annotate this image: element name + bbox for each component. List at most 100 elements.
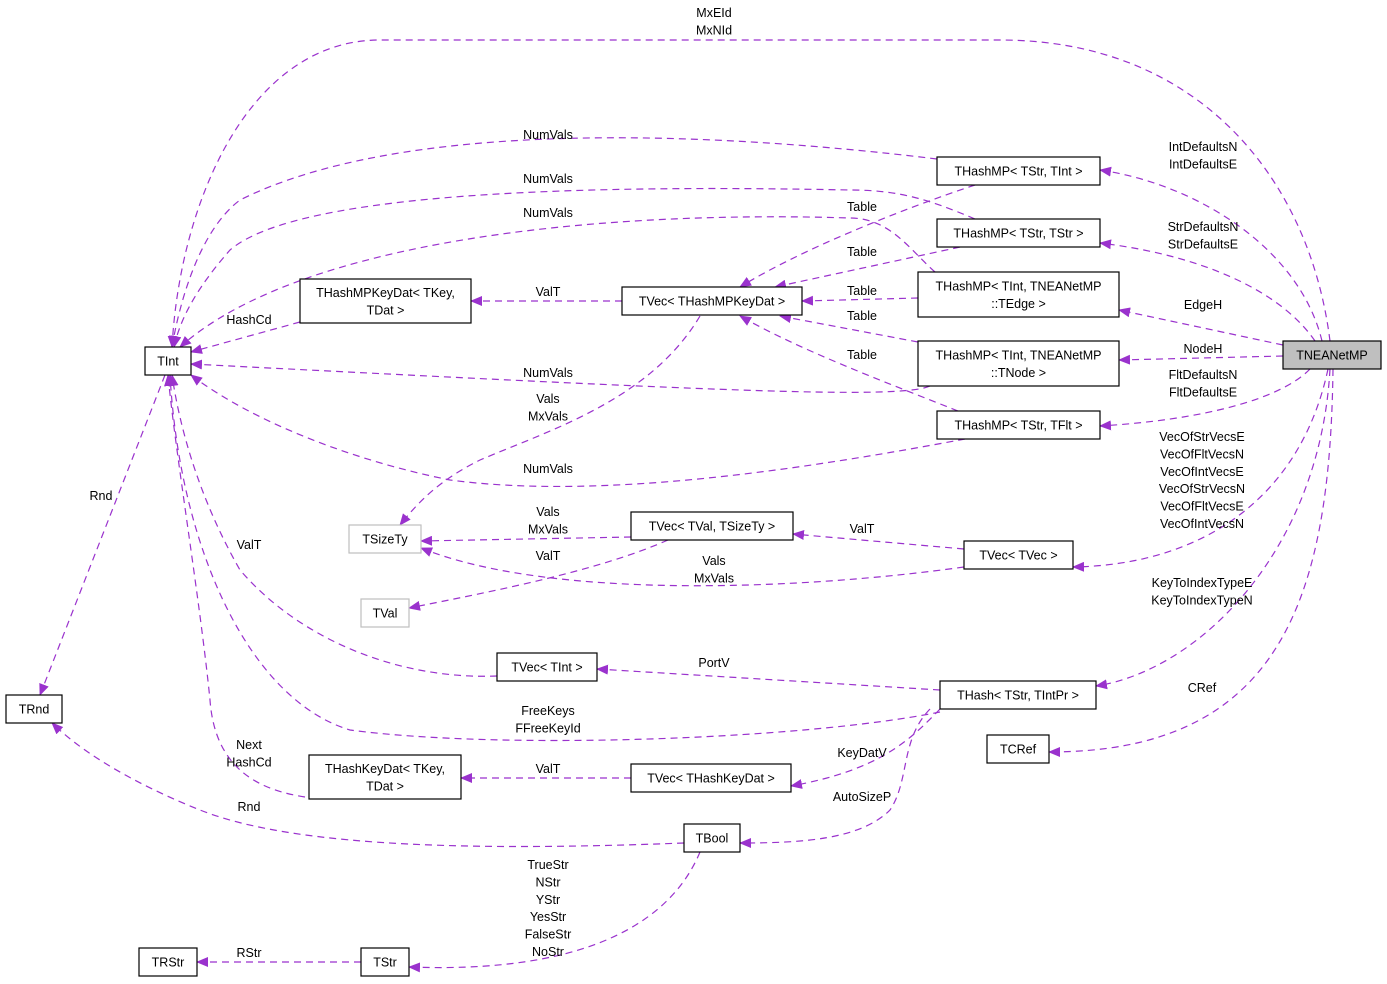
edge-line — [739, 315, 959, 412]
edge-label: ValT — [536, 762, 561, 776]
edge-label: NumVals — [523, 206, 573, 220]
node-box[interactable] — [348, 524, 422, 554]
node-THashMPKeyDat[interactable]: THashMPKeyDat< TKey,TDat > — [299, 278, 472, 324]
node-label: THashMP< TStr, TStr > — [953, 227, 1083, 241]
node-box[interactable] — [917, 340, 1120, 387]
node-box[interactable] — [936, 156, 1101, 186]
edge-label: FFreeKeyId — [515, 721, 580, 735]
node-TVec_THashMPKeyDat[interactable]: TVec< THashMPKeyDat > — [621, 286, 803, 316]
node-box[interactable] — [144, 346, 192, 376]
edge-TNEANetMP-to-THashMP_TEdge: EdgeH — [1118, 298, 1284, 346]
node-TBool[interactable]: TBool — [683, 823, 741, 853]
edge-line — [39, 374, 166, 696]
node-TNEANetMP[interactable]: TNEANetMP — [1282, 340, 1382, 370]
node-box[interactable] — [630, 763, 792, 793]
node-THashMP_TEdge[interactable]: THashMP< TInt, TNEANetMP::TEdge > — [917, 271, 1120, 318]
node-box[interactable] — [1282, 340, 1382, 370]
node-box[interactable] — [917, 271, 1120, 318]
node-TStr[interactable]: TStr — [360, 947, 410, 977]
edge-label: FreeKeys — [521, 704, 575, 718]
node-TVec_TVec[interactable]: TVec< TVec > — [963, 540, 1074, 570]
edge-label: Vals — [702, 554, 725, 568]
edge-label: CRef — [1188, 681, 1217, 695]
node-TVec_THashKeyDat[interactable]: TVec< THashKeyDat > — [630, 763, 792, 793]
edge-TNEANetMP-to-TVec_TVec: VecOfStrVecsEVecOfFltVecsNVecOfIntVecsEV… — [1072, 368, 1329, 572]
node-box[interactable] — [138, 947, 198, 977]
edge-label: RStr — [237, 946, 262, 960]
node-label: TRnd — [19, 703, 50, 717]
node-box[interactable] — [299, 278, 472, 324]
node-TRStr[interactable]: TRStr — [138, 947, 198, 977]
node-box[interactable] — [308, 754, 462, 800]
edge-label: Vals — [536, 392, 559, 406]
edge-label: ValT — [536, 549, 561, 563]
edge-line — [1118, 354, 1284, 365]
edge-label: VecOfIntVecsN — [1160, 517, 1244, 531]
edge-label: MxEId — [696, 6, 731, 20]
edge-TVec_THashMPKeyDat-to-THashMPKeyDat: ValT — [470, 285, 622, 306]
edge-THashMP_TStr_TStr-to-TInt: NumVals — [171, 172, 976, 348]
edge-line — [774, 246, 961, 290]
node-box[interactable] — [963, 540, 1074, 570]
edge-THashMP_TStr_TFlt-to-TInt: NumVals — [190, 374, 966, 488]
node-THashMP_TStr_TFlt[interactable]: THashMP< TStr, TFlt > — [936, 410, 1101, 440]
edge-label: KeyDatV — [837, 746, 887, 760]
node-box[interactable] — [630, 511, 794, 541]
edge-THash_TStr_TIntPr-to-TVec_TInt: PortV — [596, 656, 941, 691]
edge-THashMP_TEdge-to-TInt: NumVals — [179, 206, 936, 348]
edge-label: YesStr — [530, 910, 566, 924]
node-box[interactable] — [939, 680, 1097, 710]
edge-THash_TStr_TIntPr-to-TVec_THashKeyDat: KeyDatV — [790, 708, 941, 789]
edge-label: PortV — [698, 656, 730, 670]
edge-line — [420, 535, 632, 546]
node-THashMP_TNode[interactable]: THashMP< TInt, TNEANetMP::TNode > — [917, 340, 1120, 387]
node-TVal[interactable]: TVal — [360, 598, 410, 628]
edge-line — [408, 539, 669, 611]
node-box[interactable] — [621, 286, 803, 316]
node-label: ::TEdge > — [991, 297, 1046, 311]
node-TVec_TInt[interactable]: TVec< TInt > — [496, 652, 598, 682]
node-TInt[interactable]: TInt — [144, 346, 192, 376]
edge-TNEANetMP-to-TCRef: CRef — [1048, 368, 1334, 757]
edge-TNEANetMP-to-THashMP_TNode: NodeH — [1118, 342, 1284, 365]
node-box[interactable] — [683, 823, 741, 853]
edge-line — [1072, 368, 1329, 572]
edge-label: FalseStr — [525, 928, 572, 942]
edge-line — [190, 359, 931, 393]
node-box[interactable] — [936, 218, 1101, 248]
edge-THashMP_TEdge-to-TVec_THashMPKeyDat: Table — [801, 284, 919, 306]
edge-label: MxVals — [528, 522, 568, 536]
node-label: THashMP< TStr, TFlt > — [954, 419, 1082, 433]
node-THashMP_TStr_TInt[interactable]: THashMP< TStr, TInt > — [936, 156, 1101, 186]
node-box[interactable] — [936, 410, 1101, 440]
node-THashMP_TStr_TStr[interactable]: THashMP< TStr, TStr > — [936, 218, 1101, 248]
node-TCRef[interactable]: TCRef — [986, 734, 1050, 764]
node-TRnd[interactable]: TRnd — [5, 694, 63, 724]
edge-THashMPKeyDat-to-TInt: HashCd — [190, 313, 301, 354]
edge-label: Next — [236, 738, 262, 752]
node-label: TSizeTy — [362, 533, 408, 547]
node-box[interactable] — [5, 694, 63, 724]
edge-label: AutoSizeP — [833, 790, 891, 804]
node-box[interactable] — [360, 947, 410, 977]
edge-TBool-to-TRnd: Rnd — [51, 722, 685, 848]
node-box[interactable] — [360, 598, 410, 628]
edge-label: MxVals — [694, 571, 734, 585]
node-TVec_TVal_TSizeTy[interactable]: TVec< TVal, TSizeTy > — [630, 511, 794, 541]
edge-label: Vals — [536, 505, 559, 519]
node-box[interactable] — [986, 734, 1050, 764]
edge-line — [167, 39, 1331, 348]
node-label: TStr — [373, 956, 397, 970]
node-THashKeyDat[interactable]: THashKeyDat< TKey,TDat > — [308, 754, 462, 800]
node-box[interactable] — [496, 652, 598, 682]
edge-line — [1099, 239, 1316, 342]
edge-THashMP_TNode-to-TInt: NumVals — [190, 359, 931, 393]
node-THash_TStr_TIntPr[interactable]: THash< TStr, TIntPr > — [939, 680, 1097, 710]
edge-label: Table — [847, 348, 877, 362]
node-TSizeTy[interactable]: TSizeTy — [348, 524, 422, 554]
edge-line — [739, 708, 931, 848]
